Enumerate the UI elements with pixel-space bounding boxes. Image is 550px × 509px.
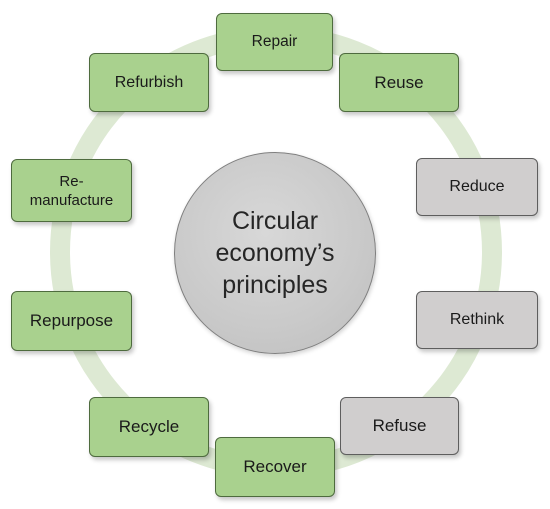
principle-label: Repurpose	[29, 311, 114, 330]
principle-refuse: Refuse	[340, 397, 459, 455]
principle-label: Recover	[243, 457, 307, 476]
principle-label: Reduce	[449, 178, 505, 195]
principle-label: Refuse	[372, 416, 427, 435]
principle-label: Rethink	[449, 311, 505, 328]
principle-reuse: Reuse	[339, 53, 459, 112]
principle-remanufacture: Re- manufacture	[11, 159, 132, 222]
center-label: Circular economy’s principles	[215, 207, 335, 299]
principle-label: Refurbish	[114, 73, 184, 91]
principle-label: Repair	[251, 33, 298, 50]
principle-recycle: Recycle	[89, 397, 209, 457]
principle-reduce: Reduce	[416, 158, 538, 216]
center-circle: Circular economy’s principles	[174, 152, 376, 354]
principle-label: Reuse	[374, 72, 424, 92]
principle-repair: Repair	[216, 13, 333, 71]
principle-repurpose: Repurpose	[11, 291, 132, 351]
principle-label: Re- manufacture	[29, 172, 114, 209]
principle-recover: Recover	[215, 437, 335, 497]
principle-label: Recycle	[118, 417, 180, 436]
principle-refurbish: Refurbish	[89, 53, 209, 112]
principle-rethink: Rethink	[416, 291, 538, 349]
